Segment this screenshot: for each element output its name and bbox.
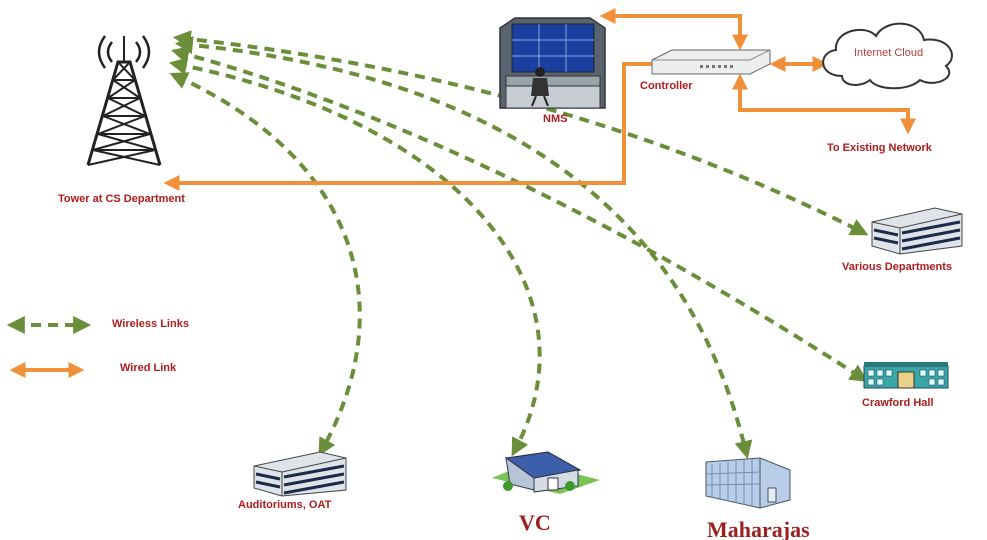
existing-network-label: To Existing Network <box>827 142 933 154</box>
vc-house-icon <box>492 451 600 494</box>
nms-workstation-icon <box>499 17 606 109</box>
wireless-link-maharajas <box>174 36 753 460</box>
departments-building-icon <box>871 207 963 255</box>
departments-label: Various Departments <box>842 261 952 273</box>
internet-cloud-icon <box>822 22 953 90</box>
wireless-link-auditoriums <box>169 72 362 457</box>
tower-icon <box>86 35 162 166</box>
legend: Wireless Links Wired Link <box>6 316 189 378</box>
controller-icon <box>651 49 771 75</box>
tower-label: Tower at CS Department <box>58 193 185 205</box>
crawford-hall-building-icon <box>863 362 949 389</box>
auditoriums-label: Auditoriums, OAT <box>238 499 332 511</box>
crawford-hall-label: Crawford Hall <box>862 397 934 409</box>
wired-link-controller-tower <box>163 62 652 191</box>
maharajas-building-icon <box>705 457 791 509</box>
wireless-links <box>168 30 869 460</box>
controller-label: Controller <box>640 80 693 92</box>
legend-wireless-label: Wireless Links <box>112 318 189 330</box>
nms-label: NMS <box>543 113 567 125</box>
maharajas-label: Maharajas <box>707 517 810 540</box>
wired-link-nms-controller <box>599 8 748 51</box>
auditoriums-building-icon <box>253 451 347 497</box>
cloud-label: Internet Cloud <box>854 47 923 59</box>
wired-link-controller-existing <box>732 73 916 135</box>
vc-label: VC <box>519 510 551 535</box>
wired-links <box>163 8 916 191</box>
wireless-link-vc <box>168 57 542 457</box>
legend-wired-label: Wired Link <box>120 362 177 374</box>
